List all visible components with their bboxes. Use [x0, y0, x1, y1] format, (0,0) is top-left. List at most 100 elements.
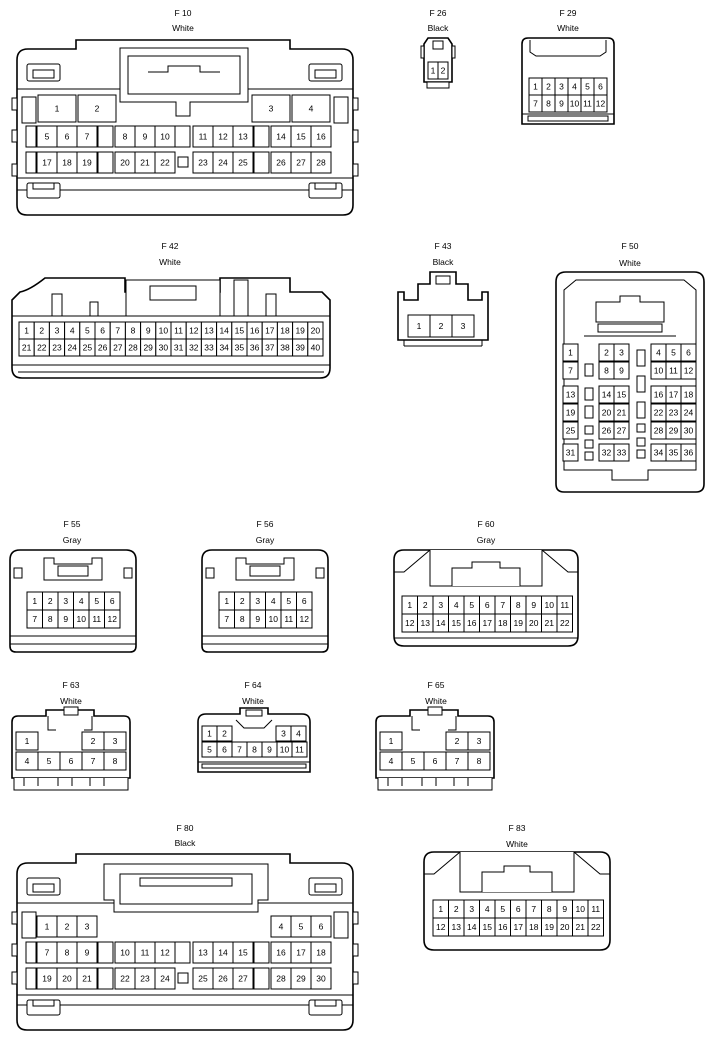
- connector-f83-id: F 83: [508, 823, 525, 833]
- pin-cell: [680, 385, 697, 404]
- pin-number: 6: [516, 904, 521, 914]
- pin-number: 29: [296, 974, 306, 984]
- connector-f64-color: White: [242, 696, 264, 706]
- pin-number: 2: [39, 326, 44, 336]
- pin-number: 21: [22, 343, 32, 353]
- pin-number: 18: [316, 948, 326, 958]
- pin-number: 5: [207, 745, 212, 755]
- pin-number: 7: [32, 614, 37, 624]
- blank-cavity: [636, 401, 646, 419]
- pin-cell: [307, 338, 324, 357]
- pin-number: 21: [82, 974, 92, 984]
- blank-cavity: [636, 349, 646, 367]
- pin-number: 7: [500, 600, 505, 610]
- pin-number: 27: [617, 426, 627, 436]
- pin-cell: [613, 343, 630, 362]
- blank-cavity: [636, 375, 646, 393]
- connector-f56-color: Gray: [256, 535, 275, 545]
- pin-number: 9: [619, 366, 624, 376]
- pin-cell: [232, 967, 254, 990]
- pin-number: 12: [405, 618, 415, 628]
- pin-number: 5: [469, 600, 474, 610]
- pin-number: 1: [32, 596, 37, 606]
- pin-number: 17: [42, 158, 52, 168]
- pin-number: 5: [47, 756, 52, 766]
- pin-number: 28: [276, 974, 286, 984]
- connector-f80-color: Black: [175, 838, 197, 848]
- pin-cell: [232, 125, 254, 148]
- pin-number: 3: [255, 596, 260, 606]
- pin-number: 38: [280, 343, 290, 353]
- pin-number: 6: [222, 745, 227, 755]
- pin-number: 4: [656, 348, 661, 358]
- pin-cell: [587, 917, 604, 937]
- pin-number: 5: [585, 82, 590, 92]
- pin-number: 11: [174, 326, 183, 336]
- pin-number: 11: [295, 745, 304, 755]
- pin-number: 3: [85, 922, 90, 932]
- pin-number: 20: [62, 974, 72, 984]
- pin-number: 8: [547, 904, 552, 914]
- pin-number: 13: [421, 618, 431, 628]
- pin-number: 23: [52, 343, 62, 353]
- pin-number: 13: [204, 326, 214, 336]
- pin-number: 7: [237, 745, 242, 755]
- pin-number: 12: [596, 99, 606, 109]
- pin-cell: [232, 941, 254, 964]
- pin-number: 19: [514, 618, 524, 628]
- pin-number: 26: [218, 974, 228, 984]
- pin-number: 11: [560, 600, 569, 610]
- connector-f64-id: F 64: [244, 680, 261, 690]
- pin-number: 3: [619, 348, 624, 358]
- pin-cell: [103, 731, 127, 751]
- pin-number: 16: [467, 618, 477, 628]
- pin-number: 7: [45, 948, 50, 958]
- pin-number: 5: [286, 596, 291, 606]
- connector-f80: F 80 Black: [11, 823, 359, 1031]
- pin-number: 22: [654, 408, 664, 418]
- pin-number: 24: [160, 974, 170, 984]
- pin-cell: [77, 94, 117, 123]
- pin-number: 35: [235, 343, 245, 353]
- pin-cell: [291, 741, 308, 758]
- pin-number: 6: [319, 922, 324, 932]
- pin-number: 22: [37, 343, 47, 353]
- pin-number: 17: [483, 618, 493, 628]
- pin-cell: [379, 731, 403, 751]
- pin-number: 3: [461, 321, 466, 331]
- pin-cell: [216, 725, 233, 742]
- connector-f55-color: Gray: [63, 535, 82, 545]
- pin-number: 2: [48, 596, 53, 606]
- pin-number: 9: [559, 99, 564, 109]
- pin-number: 36: [684, 448, 694, 458]
- pin-number: 6: [302, 596, 307, 606]
- pin-number: 16: [276, 948, 286, 958]
- pin-number: 1: [25, 736, 30, 746]
- pin-number: 3: [438, 600, 443, 610]
- pin-number: 15: [238, 948, 248, 958]
- pin-number: 3: [559, 82, 564, 92]
- pin-cell: [562, 403, 579, 422]
- pin-number: 8: [252, 745, 257, 755]
- pin-number: 20: [602, 408, 612, 418]
- pin-number: 19: [545, 922, 555, 932]
- connector-f42-id: F 42: [161, 241, 178, 251]
- pin-cell: [556, 613, 573, 633]
- pin-number: 21: [545, 618, 555, 628]
- pin-number: 2: [454, 904, 459, 914]
- pin-number: 6: [110, 596, 115, 606]
- pin-number: 7: [115, 326, 120, 336]
- pin-number: 23: [140, 974, 150, 984]
- pin-number: 20: [120, 158, 130, 168]
- pin-number: 4: [389, 756, 394, 766]
- pin-cell: [437, 61, 449, 80]
- pin-cell: [451, 314, 475, 338]
- connector-f10: F 10 White: [11, 8, 359, 216]
- pin-number: 24: [67, 343, 77, 353]
- connector-f83-color: White: [506, 839, 528, 849]
- pin-cell: [76, 941, 98, 964]
- pin-number: 21: [576, 922, 586, 932]
- pin-number: 31: [566, 448, 576, 458]
